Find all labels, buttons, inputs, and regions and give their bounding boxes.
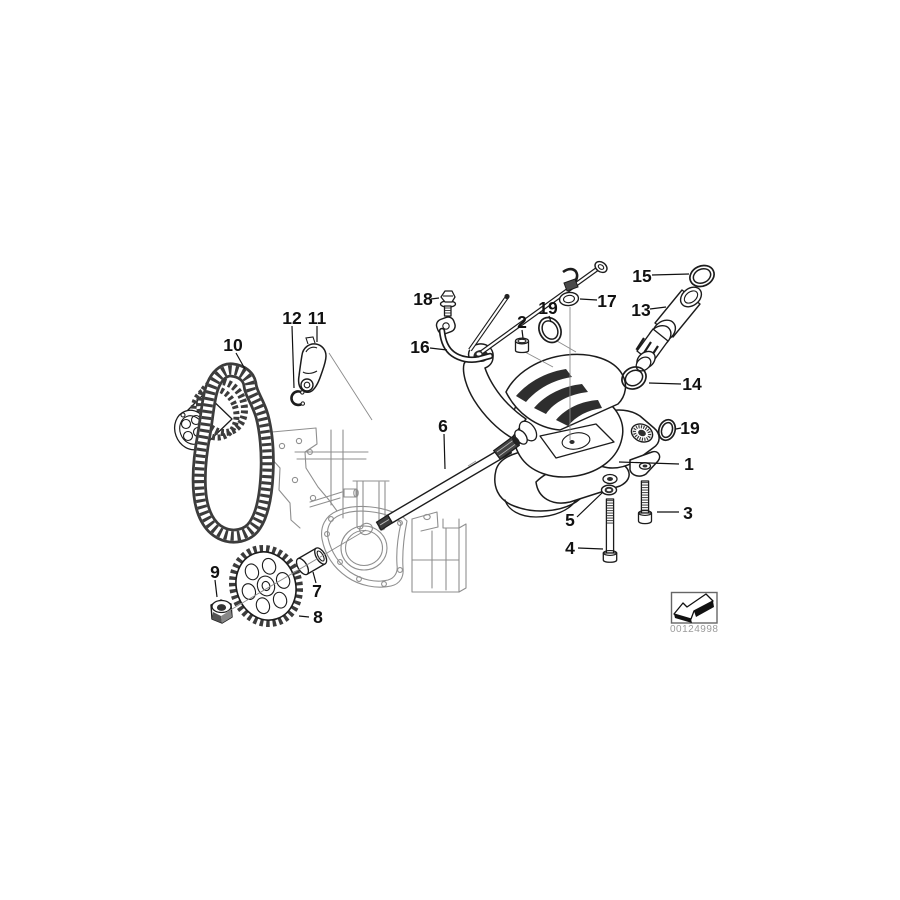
callout-6[interactable]: 6 [438,416,448,470]
driven-sprocket[interactable] [223,540,309,633]
projection-line [328,352,373,421]
bolt-3[interactable] [637,480,653,525]
callout-18[interactable]: 18 [413,289,440,309]
assembly-axis-line [226,529,367,613]
part-number-label[interactable]: 2 [517,312,527,332]
callout-19[interactable]: 19 [538,298,558,323]
part-number-label[interactable]: 19 [538,298,558,318]
o-ring-14[interactable] [618,363,650,394]
pump-deck [539,423,615,459]
leader-line [214,579,218,598]
part-number-label[interactable]: 14 [682,374,702,394]
callout-3[interactable]: 3 [657,503,693,523]
leader-line [675,427,682,430]
callout-2[interactable]: 2 [517,312,527,339]
part-number-label[interactable]: 6 [438,416,448,436]
pump-left-arm [462,343,527,439]
leader-line [651,273,690,276]
leader-line [648,382,682,385]
callout-19[interactable]: 19 [675,418,700,438]
leader-line [577,547,604,550]
part-number-label[interactable]: 9 [210,562,220,582]
stamp-arrow-icon [673,593,714,623]
callout-8[interactable]: 8 [298,607,323,627]
part-number-label[interactable]: 7 [312,581,322,601]
leader-line [548,315,552,323]
callout-16[interactable]: 16 [410,337,448,357]
oil-strainer-tube[interactable] [634,283,706,374]
leader-line [649,306,667,310]
leader-line [312,571,317,584]
projection-line-bushing [524,351,554,368]
part-number-label[interactable]: 18 [413,289,433,309]
washer-5[interactable] [600,484,618,496]
callout-11[interactable]: 11 [308,308,327,342]
leader-line [521,329,524,339]
callout-1[interactable]: 1 [618,454,694,474]
callout-5[interactable]: 5 [565,491,604,530]
stamp-box[interactable]: 00124998 [670,591,719,636]
shaft-nut[interactable] [210,599,233,624]
stamp-number: 00124998 [670,624,719,635]
support-bracket[interactable] [435,315,494,364]
callout-7[interactable]: 7 [312,571,322,601]
timing-chain-with-sprocket[interactable] [169,370,267,536]
part-number-label[interactable]: 17 [597,291,616,311]
projection-line-oring [556,340,577,353]
part-number-label[interactable]: 8 [313,607,323,627]
callout-15[interactable]: 15 [632,266,690,286]
part-number-label[interactable]: 11 [308,308,327,328]
leader-line [430,297,440,300]
bracket-bolt[interactable] [439,290,457,317]
leader-line [429,347,448,351]
sealing-plug-17[interactable] [558,291,580,307]
callout-4[interactable]: 4 [565,538,604,558]
bolt-4[interactable] [602,498,618,563]
part-number-label[interactable]: 5 [565,510,575,530]
callout-9[interactable]: 9 [210,562,220,598]
pickup-support-assembly[interactable] [435,259,609,364]
leader-line [298,615,310,618]
part-number-label[interactable]: 16 [410,337,430,357]
leader-line [291,325,295,389]
part-number-label[interactable]: 10 [223,335,243,355]
o-ring-19-top[interactable] [535,314,566,347]
callout-13[interactable]: 13 [631,300,667,320]
chain-tensioner-shoe[interactable] [297,336,327,393]
leader-line [443,433,446,470]
callout-17[interactable]: 17 [579,291,617,311]
part-number-label[interactable]: 13 [631,300,651,320]
part-number-label[interactable]: 4 [565,538,575,558]
callout-12[interactable]: 12 [282,308,302,389]
leader-line [576,491,604,518]
part-number-label[interactable]: 12 [282,308,302,328]
circlip[interactable] [290,390,305,407]
o-ring-15[interactable] [686,262,717,291]
part-number-label[interactable]: 1 [684,454,694,474]
pump-drive-shaft[interactable] [375,444,512,531]
shaft-bushing[interactable] [294,546,329,577]
leader-line [235,352,246,370]
part-number-label[interactable]: 19 [680,418,700,438]
callout-10[interactable]: 10 [223,335,246,370]
leader-line [618,461,680,465]
bushing-2[interactable] [514,337,530,354]
part-number-label[interactable]: 3 [683,503,693,523]
callout-14[interactable]: 14 [648,374,702,394]
oil-pump[interactable] [462,343,661,518]
leader-line [579,298,598,301]
part-number-label[interactable]: 15 [632,266,652,286]
o-ring-19-right[interactable] [656,418,678,443]
pump-input-shaft [492,435,521,461]
